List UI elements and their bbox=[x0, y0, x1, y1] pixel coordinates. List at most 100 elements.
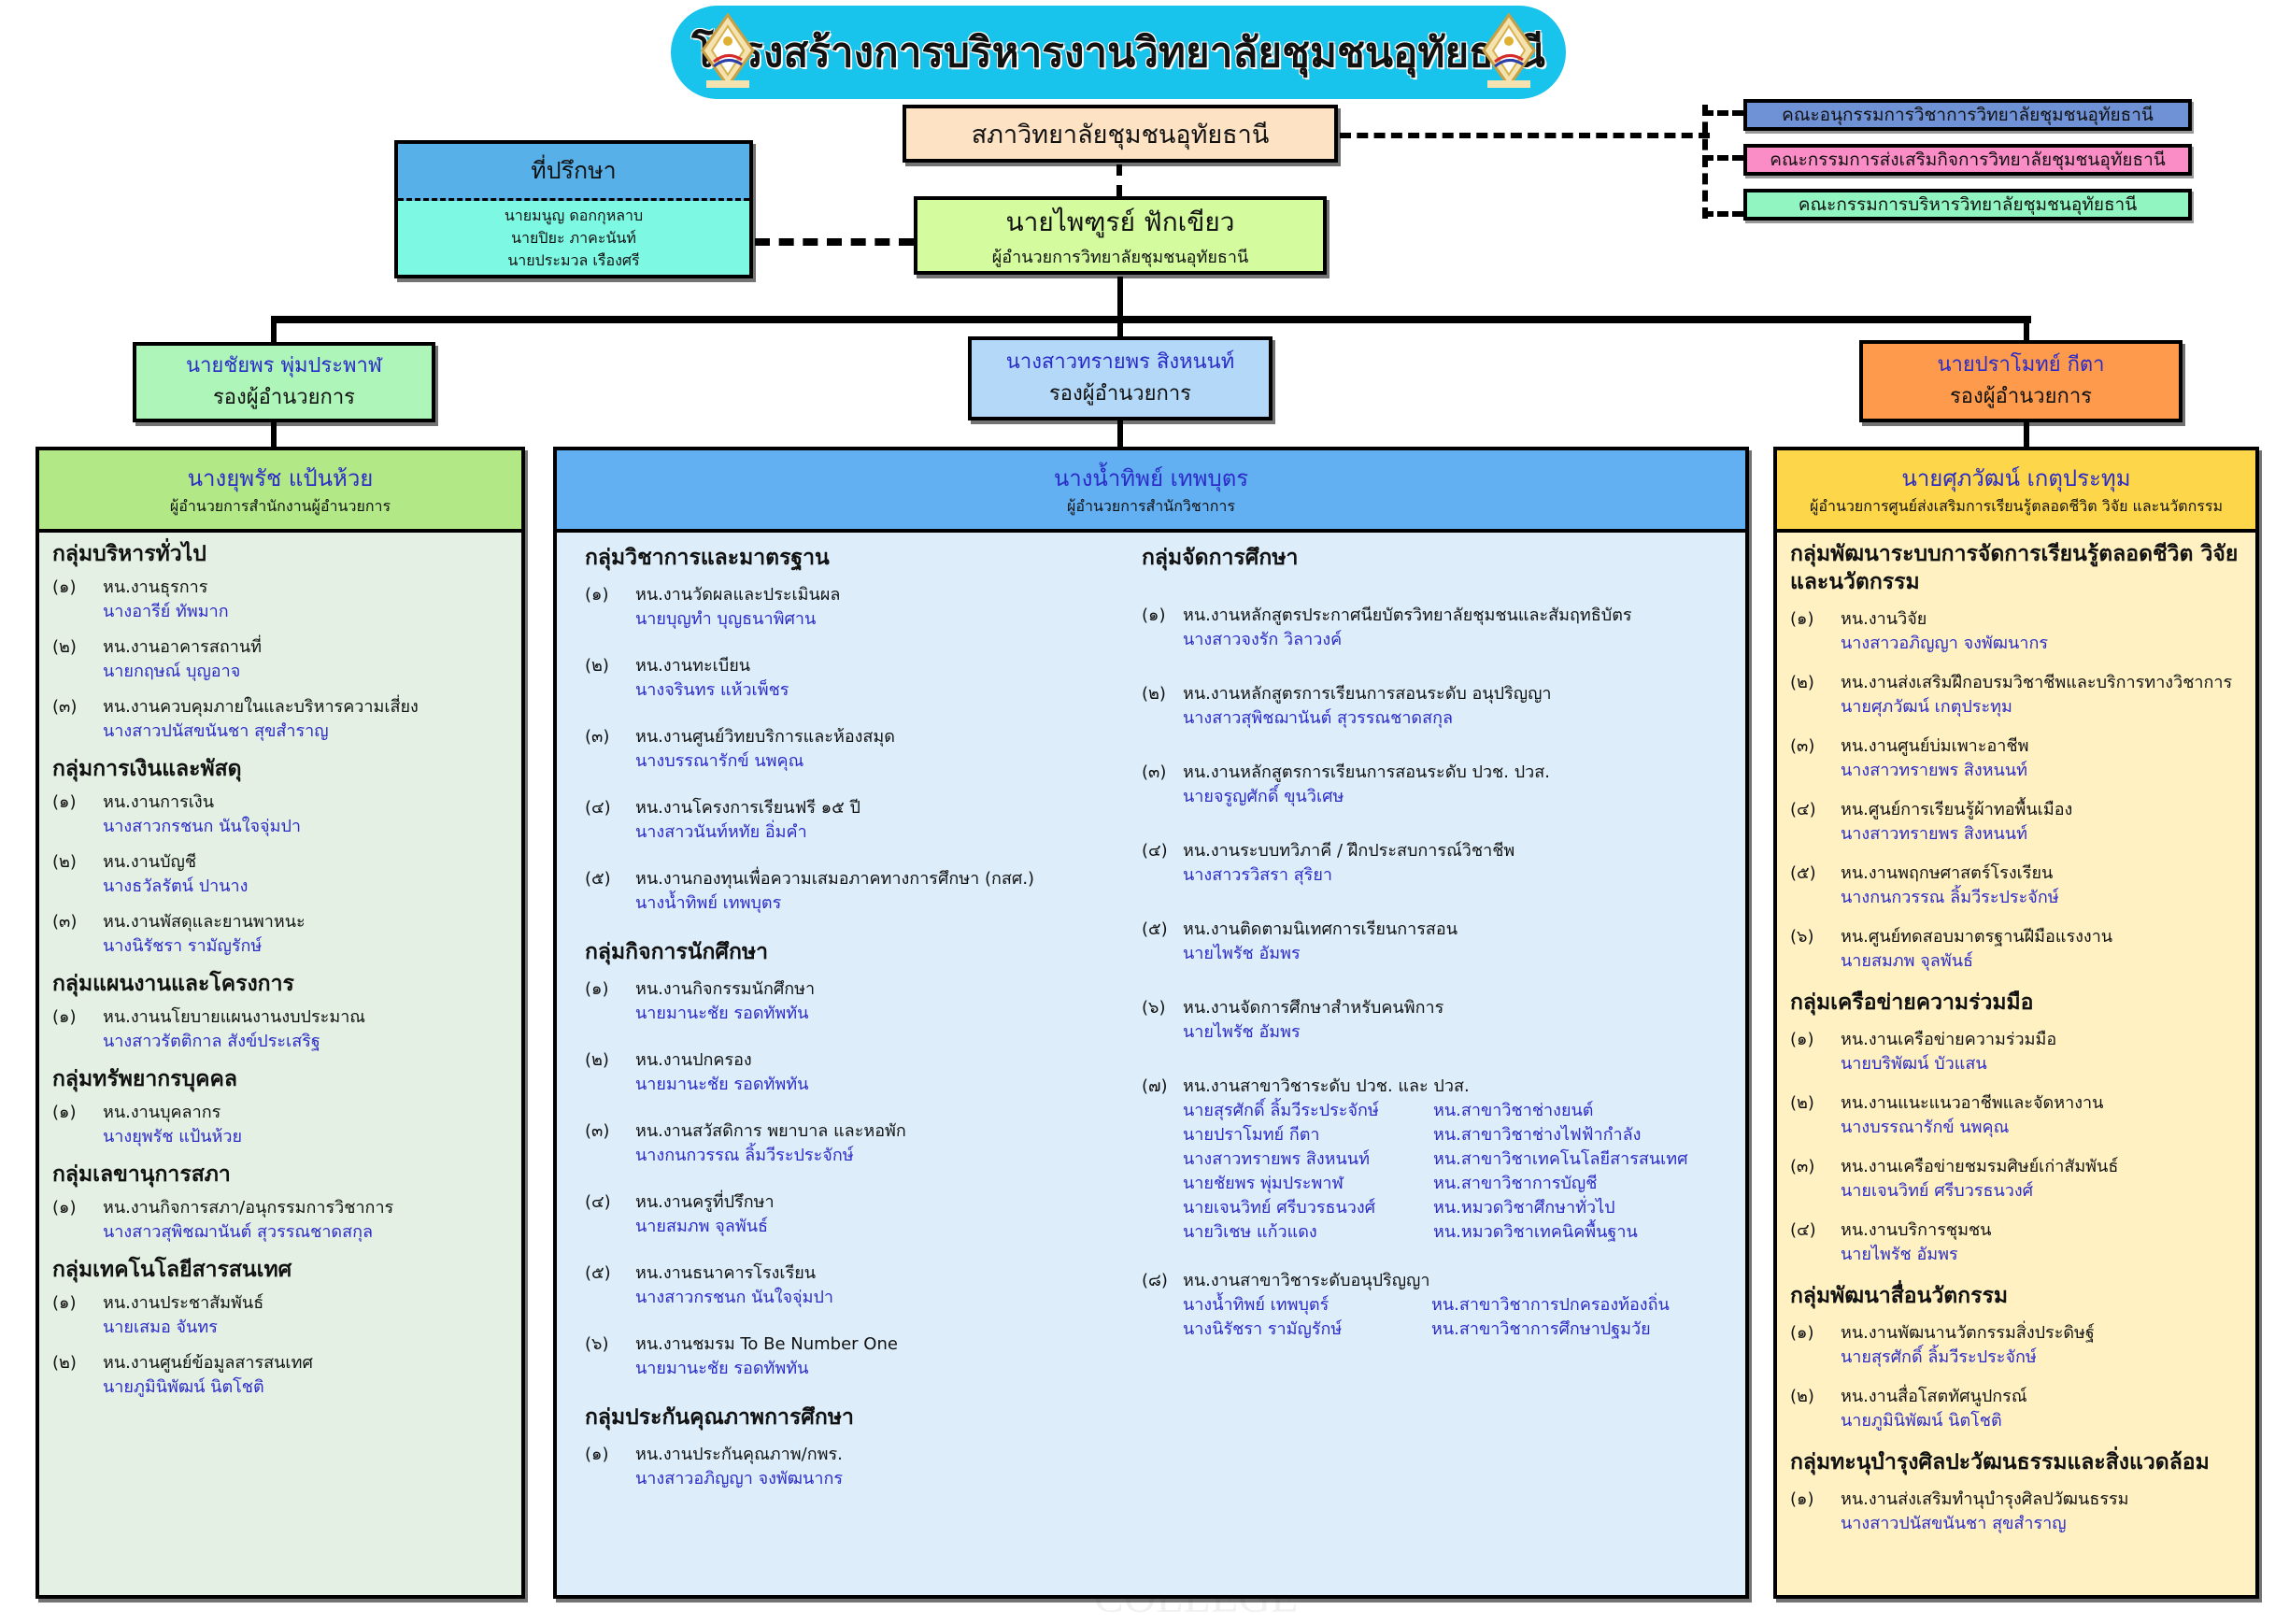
task-item[interactable]: (๒)หน.งานศูนย์ข้อมูลสารสนเทศนายภูมินิพัฒ… bbox=[52, 1351, 510, 1400]
advisor-member: นายปิยะ ภาคะนันท์ bbox=[511, 229, 636, 247]
task-item[interactable]: (๑)หน.งานประกันคุณภาพ/กพร.นางสาวอภิญญา จ… bbox=[585, 1443, 1127, 1491]
deputy-director-left[interactable]: นายชัยพร พุ่มประพาฬ รองผู้อำนวยการ bbox=[133, 342, 435, 422]
task-person: นายเสมอ จันทร bbox=[103, 1318, 218, 1337]
task-item[interactable]: (๒)หน.งานสื่อโสตทัศนูปกรณ์นายภูมินิพัฒน์… bbox=[1790, 1385, 2248, 1433]
deputy-director-middle[interactable]: นางสาวทรายพร สิงหนนท์ รองผู้อำนวยการ bbox=[968, 336, 1273, 420]
director-box[interactable]: นายไพฑูรย์ ฟักเขียว ผู้อำนวยการวิทยาลัยช… bbox=[914, 196, 1327, 275]
task-item[interactable]: (๑)หน.งานธุรการนางอารีย์ ทัพมาก bbox=[52, 576, 510, 624]
task-item[interactable]: (๔)หน.งานโครงการเรียนฟรี ๑๕ ปีนางสาวนันท… bbox=[585, 796, 1127, 845]
task-item[interactable]: (๕)หน.งานกองทุนเพื่อความเสมอภาคทางการศึก… bbox=[585, 867, 1127, 916]
task-item[interactable]: (๒)หน.งานปกครองนายมานะชัย รอดทัพทัน bbox=[585, 1048, 1127, 1097]
branch-role: หน.สาขาวิชาช่างยนต์ bbox=[1433, 1101, 1594, 1120]
group-section: กลุ่มประกันคุณภาพการศึกษา (๑)หน.งานประกัน… bbox=[585, 1403, 1127, 1491]
task-title: หน.งานปกครอง bbox=[635, 1050, 752, 1070]
group-title: กลุ่มวิชาการและมาตรฐาน bbox=[585, 546, 830, 570]
academic-subcommittee-box[interactable]: คณะอนุกรรมการวิชาการวิทยาลัยชุมชนอุทัยธา… bbox=[1743, 99, 2192, 131]
council-director-connector bbox=[1116, 164, 1122, 196]
director-role: ผู้อำนวยการวิทยาลัยชุมชนอุทัยธานี bbox=[991, 247, 1249, 267]
task-person: นายภูมินิพัฒน์ นิตโชติ bbox=[103, 1377, 264, 1397]
task-item[interactable]: (๒)หน.งานหลักสูตรการเรียนการสอนระดับ อนุ… bbox=[1142, 682, 1730, 731]
task-person: นายภูมินิพัฒน์ นิตโชติ bbox=[1841, 1411, 2002, 1431]
task-number: (๓) bbox=[1790, 736, 1815, 756]
group-title: กลุ่มประกันคุณภาพการศึกษา bbox=[585, 1405, 854, 1430]
task-item[interactable]: (๑)หน.งานวิจัยนางสาวอภิญญา จงพัฒนากร bbox=[1790, 607, 2248, 656]
task-item[interactable]: (๒)หน.งานแนะแนวอาชีพและจัดหางานนางบรรณาร… bbox=[1790, 1091, 2248, 1140]
task-item[interactable]: (๑)หน.งานหลักสูตรประกาศนียบัตรวิทยาลัยชุ… bbox=[1142, 604, 1730, 652]
task-title: หน.งานวัดผลและประเมินผล bbox=[635, 585, 841, 605]
task-item[interactable]: (๖)หน.ศูนย์ทดสอบมาตรฐานฝีมือแรงงานนายสมภ… bbox=[1790, 925, 2248, 974]
task-item[interactable]: (๓)หน.งานสวัสดิการ พยาบาล และหอพักนางกนก… bbox=[585, 1119, 1127, 1168]
task-item[interactable]: (๑)หน.งานประชาสัมพันธ์นายเสมอ จันทร bbox=[52, 1291, 510, 1340]
advisors-box[interactable]: ที่ปรึกษา นายมนูญ ดอกกุหลาบ นายปิยะ ภาคะ… bbox=[394, 140, 753, 278]
deputy-mid-drop bbox=[1117, 316, 1123, 338]
panel-header[interactable]: นางยุพรัช แป้นห้วย ผู้อำนวยการสำนักงานผู… bbox=[39, 450, 521, 533]
task-item[interactable]: (๑)หน.งานบุคลากรนางยุพรัช แป้นห้วย bbox=[52, 1101, 510, 1149]
task-body: หน.งานเครือข่ายชมรมศิษย์เก่าสัมพันธ์นายเ… bbox=[1841, 1155, 2248, 1204]
task-item[interactable]: (๕)หน.งานพฤกษศาสตร์โรงเรียนนางกนกวรรณ ลิ… bbox=[1790, 862, 2248, 910]
task-item[interactable]: (๔)หน.ศูนย์การเรียนรู้ผ้าทอพื้นเมืองนางส… bbox=[1790, 798, 2248, 847]
group-section: กลุ่มเครือข่ายความร่วมมือ (๑)หน.งานเครือข… bbox=[1790, 989, 2248, 1267]
task-person: นายศุภวัฒน์ เกตุประทุม bbox=[1841, 697, 2012, 717]
panel-head-role: ผู้อำนวยการสำนักวิชาการ bbox=[1067, 497, 1235, 515]
task-item[interactable]: (๒)หน.งานทะเบียนนางจรินทร แห้วเพ็ชร bbox=[585, 654, 1127, 703]
branch-person: นายชัยพร พุ่มประพาฬ bbox=[1183, 1174, 1344, 1193]
task-body: หน.งานกิจกรรมนักศึกษานายมานะชัย รอดทัพทั… bbox=[635, 977, 1127, 1026]
task-item[interactable]: (๑)หน.งานพัฒนานวัตกรรมสิ่งประดิษฐ์นายสุร… bbox=[1790, 1321, 2248, 1370]
task-person: นางสาวกรชนก นันใจจุ่มปา bbox=[635, 1288, 834, 1307]
task-item[interactable]: (๔)หน.งานบริการชุมชนนายไพรัช อัมพร bbox=[1790, 1218, 2248, 1267]
task-item[interactable]: (๖)หน.งานจัดการศึกษาสำหรับคนพิการนายไพรั… bbox=[1142, 996, 1730, 1045]
task-item[interactable]: (๒)หน.งานส่งเสริมฝึกอบรมวิชาชีพและบริการ… bbox=[1790, 671, 2248, 719]
executive-committee-box[interactable]: คณะกรรมการบริหารวิทยาลัยชุมชนอุทัยธานี bbox=[1743, 189, 2192, 221]
task-item[interactable]: (๓)หน.งานศูนย์วิทยบริการและห้องสมุดนางบร… bbox=[585, 725, 1127, 774]
task-item[interactable]: (๓)หน.งานควบคุมภายในและบริหารความเสี่ยงน… bbox=[52, 695, 510, 744]
panel-header[interactable]: นายศุภวัฒน์ เกตุประทุม ผู้อำนวยการศูนย์ส… bbox=[1777, 450, 2255, 533]
college-council-box[interactable]: สภาวิทยาลัยชุมชนอุทัยธานี bbox=[903, 105, 1338, 163]
task-item[interactable]: (๒)หน.งานบัญชีนางธวัลรัตน์ ปานาง bbox=[52, 850, 510, 899]
advisor-member: นายประมวล เรืองศรี bbox=[507, 251, 640, 269]
task-number: (๔) bbox=[585, 798, 611, 818]
deputy-director-right[interactable]: นายปราโมทย์ กีตา รองผู้อำนวยการ bbox=[1859, 340, 2183, 422]
task-item[interactable]: (๑)หน.งานกิจการสภา/อนุกรรมการวิชาการนางส… bbox=[52, 1196, 510, 1245]
task-body: หน.งานสื่อโสตทัศนูปกรณ์นายภูมินิพัฒน์ นิ… bbox=[1841, 1385, 2248, 1433]
task-item[interactable]: (๑)หน.งานวัดผลและประเมินผลนายบุญทำ บุญธน… bbox=[585, 583, 1127, 632]
task-number: (๔) bbox=[1790, 1220, 1816, 1240]
task-item[interactable]: (๓)หน.งานพัสดุและยานพาหนะนางนิรัชรา รามั… bbox=[52, 910, 510, 959]
task-item[interactable]: (๓)หน.งานหลักสูตรการเรียนการสอนระดับ ปวช… bbox=[1142, 761, 1730, 809]
committee-bracket-1 bbox=[1702, 110, 1743, 116]
task-title: หน.งานพัฒนานวัตกรรมสิ่งประดิษฐ์ bbox=[1841, 1323, 2095, 1343]
task-item[interactable]: (๑)หน.งานนโยบายแผนงานงบประมาณนางสาวรัตติ… bbox=[52, 1005, 510, 1054]
branch-role: หน.สาขาวิชาการศึกษาปฐมวัย bbox=[1431, 1319, 1651, 1339]
panel-head-name: นางน้ำทิพย์ เทพบุตร bbox=[1053, 465, 1249, 491]
college-emblem-icon bbox=[701, 13, 755, 89]
branch-8-section[interactable]: (๘)หน.งานสาขาวิชาระดับอนุปริญญานางน้ำทิพ… bbox=[1142, 1269, 1730, 1342]
task-number: (๔) bbox=[1790, 800, 1816, 819]
panel-head-name: นายศุภวัฒน์ เกตุประทุม bbox=[1901, 465, 2131, 491]
task-item[interactable]: (๓)หน.งานเครือข่ายชมรมศิษย์เก่าสัมพันธ์น… bbox=[1790, 1155, 2248, 1204]
group-title: กลุ่มเครือข่ายความร่วมมือ bbox=[1790, 990, 2034, 1015]
task-item[interactable]: (๑)หน.งานส่งเสริมทำนุบำรุงศิลปวัฒนธรรมนา… bbox=[1790, 1488, 2248, 1536]
task-item[interactable]: (๑)หน.งานการเงินนางสาวกรชนก นันใจจุ่มปา bbox=[52, 791, 510, 839]
panel-header[interactable]: นางน้ำทิพย์ เทพบุตร ผู้อำนวยการสำนักวิชา… bbox=[557, 450, 1745, 533]
task-number: (๓) bbox=[585, 1121, 610, 1141]
task-item[interactable]: (๔)หน.งานระบบทวิภาคี / ฝึกประสบการณ์วิชา… bbox=[1142, 839, 1730, 888]
promotion-committee-box[interactable]: คณะกรรมการส่งเสริมกิจการวิทยาลัยชุมชนอุท… bbox=[1743, 144, 2192, 176]
group-title: กลุ่มทรัพยากรบุคคล bbox=[52, 1067, 237, 1091]
task-number: (๑) bbox=[585, 979, 609, 999]
branch-person: นายเจนวิทย์ ศรีบวรธนวงศ์ bbox=[1183, 1198, 1376, 1218]
panel-mid-right-groups: กลุ่มจัดการศึกษา(๑)หน.งานหลักสูตรประกาศน… bbox=[1142, 544, 1730, 1366]
task-title: หน.งานกองทุนเพื่อความเสมอภาคทางการศึกษา … bbox=[635, 869, 1035, 889]
task-item[interactable]: (๕)หน.งานติดตามนิเทศการเรียนการสอนนายไพร… bbox=[1142, 918, 1730, 966]
branch-7-section[interactable]: (๗)หน.งานสาขาวิชาระดับ ปวช. และ ปวส.นายส… bbox=[1142, 1075, 1730, 1245]
task-body: หน.งานบัญชีนางธวัลรัตน์ ปานาง bbox=[103, 850, 510, 899]
branch-person: นายสุรศักดิ์ ลิ้มวีระประจักษ์ bbox=[1183, 1101, 1379, 1120]
task-item[interactable]: (๕)หน.งานธนาคารโรงเรียนนางสาวกรชนก นันใจ… bbox=[585, 1261, 1127, 1310]
task-item[interactable]: (๑)หน.งานเครือข่ายความร่วมมือนายบริพัฒน์… bbox=[1790, 1028, 2248, 1076]
task-item[interactable]: (๓)หน.งานศูนย์บ่มเพาะอาชีพนางสาวทรายพร ส… bbox=[1790, 734, 2248, 783]
task-item[interactable]: (๑) หน.งานกิจกรรมนักศึกษานายมานะชัย รอดทั… bbox=[585, 977, 1127, 1026]
deputy-role: รองผู้อำนวยการ bbox=[1048, 382, 1191, 406]
task-item[interactable]: (๒)หน.งานอาคารสถานที่นายกฤษณ์ บุญอาจ bbox=[52, 635, 510, 684]
task-title: หน.งานบุคลากร bbox=[103, 1103, 221, 1122]
task-title: หน.งานอาคารสถานที่ bbox=[103, 637, 262, 657]
task-item[interactable]: (๔)หน.งานครูที่ปรึกษานายสมภพ จุลพันธ์ bbox=[585, 1190, 1127, 1239]
